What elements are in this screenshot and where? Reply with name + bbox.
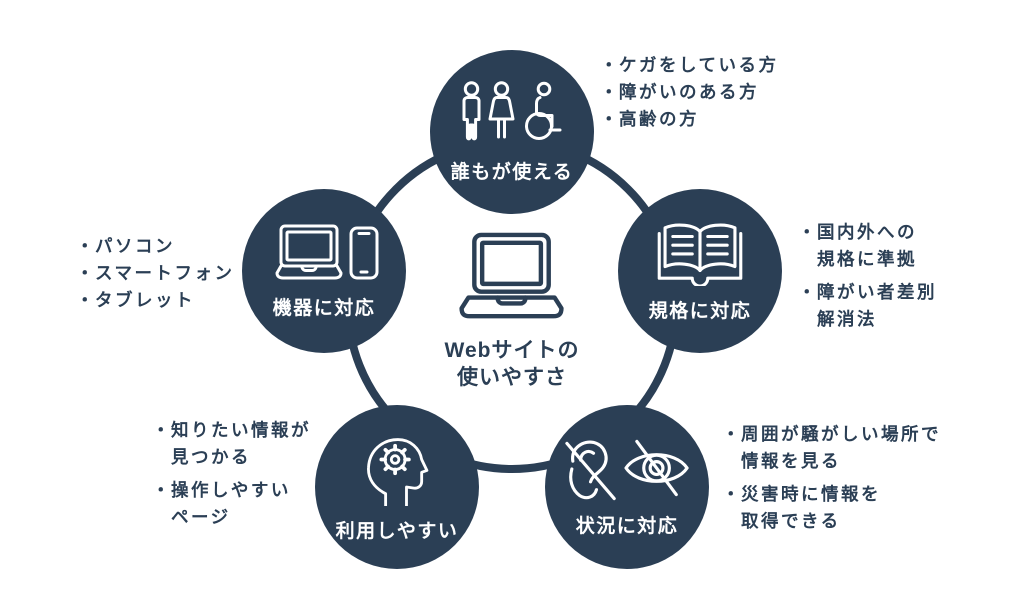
bullet-item: ・ 障がいのある方 xyxy=(600,79,778,106)
node-devices-label: 機器に対応 xyxy=(272,297,376,319)
bullet-item: ・ スマートフォン xyxy=(76,260,234,287)
devices-bullet-list: ・ パソコン ・ スマートフォン ・ タブレット xyxy=(76,233,234,314)
node-everyone-label: 誰もが使える xyxy=(450,161,574,183)
bullet-line: 障がいのある方 xyxy=(619,82,759,102)
center-title-line-2: 使いやすさ xyxy=(456,366,567,389)
bullet-marker: ・ xyxy=(600,55,620,75)
bullet-marker: ・ xyxy=(76,263,96,283)
usability-bullet-list: ・ 知りたい情報が 見つかる ・ 操作しやすい ページ xyxy=(152,417,311,531)
center-title: Webサイトの 使いやすさ xyxy=(445,337,580,391)
bullet-line: 高齢の方 xyxy=(619,109,699,129)
bullet-line: 操作しやすい xyxy=(171,480,291,500)
node-standards: 規格に対応 xyxy=(618,189,782,353)
bullet-item: ・ 周囲が騒がしい場所で 情報を見る xyxy=(722,421,941,475)
bullet-item: ・ 操作しやすい ページ xyxy=(152,477,311,531)
bullet-marker: ・ xyxy=(798,282,818,302)
everyone-bullet-list: ・ ケガをしている方 ・ 障がいのある方 ・ 高齢の方 xyxy=(600,52,778,133)
laptop-icon xyxy=(459,232,565,319)
bullet-marker: ・ xyxy=(76,236,96,256)
ear-crossed-icon xyxy=(565,440,616,500)
bullet-line: 国内外への xyxy=(817,222,917,242)
center-title-line-1: Webサイトの xyxy=(444,339,580,362)
bullet-line: 情報を見る xyxy=(741,451,841,471)
bullet-item: ・ パソコン xyxy=(76,233,234,260)
bullet-marker: ・ xyxy=(152,420,172,440)
node-usability: 利用しやすい xyxy=(315,405,479,569)
bullet-line: ケガをしている方 xyxy=(619,55,779,75)
bullet-line: 周囲が騒がしい場所で xyxy=(741,424,941,444)
bullet-line: スマートフォン xyxy=(95,263,235,283)
standards-bullet-list: ・ 国内外への 規格に準拠 ・ 障がい者差別 解消法 xyxy=(798,219,937,333)
node-situation: 状況に対応 xyxy=(545,405,709,569)
bullet-item: ・ 知りたい情報が 見つかる xyxy=(152,417,311,471)
bullet-line: 取得できる xyxy=(741,511,841,531)
bullet-line: 規格に準拠 xyxy=(817,249,917,269)
bullet-marker: ・ xyxy=(76,290,96,310)
bullet-line: ページ xyxy=(171,507,231,527)
bullet-line: 知りたい情報が xyxy=(171,420,311,440)
devices-icon xyxy=(275,224,379,279)
bullet-marker: ・ xyxy=(722,484,742,504)
bullet-item: ・ 国内外への 規格に準拠 xyxy=(798,219,937,273)
ear-eye-crossed-icon xyxy=(565,439,689,500)
situation-bullet-list: ・ 周囲が騒がしい場所で 情報を見る ・ 災害時に情報を 取得できる xyxy=(722,421,941,535)
bullet-line: タブレット xyxy=(95,290,195,310)
bullet-marker: ・ xyxy=(600,109,620,129)
node-devices: 機器に対応 xyxy=(242,189,406,353)
bullet-marker: ・ xyxy=(722,424,742,444)
node-situation-label: 状況に対応 xyxy=(575,515,679,537)
node-standards-label: 規格に対応 xyxy=(648,300,752,322)
bullet-marker: ・ xyxy=(152,480,172,500)
book-icon xyxy=(657,223,743,286)
bullet-marker: ・ xyxy=(798,222,818,242)
bullet-line: 障がい者差別 xyxy=(817,282,937,302)
bullet-item: ・ 災害時に情報を 取得できる xyxy=(722,481,941,535)
bullet-item: ・ タブレット xyxy=(76,287,234,314)
bullet-line: 解消法 xyxy=(817,309,877,329)
bullet-line: パソコン xyxy=(95,236,175,256)
bullet-item: ・ 障がい者差別 解消法 xyxy=(798,279,937,333)
node-everyone: 誰もが使える xyxy=(430,50,594,214)
bullet-marker: ・ xyxy=(600,82,620,102)
bullet-line: 災害時に情報を xyxy=(741,484,881,504)
people-icon xyxy=(462,80,562,140)
bullet-line: 見つかる xyxy=(171,447,251,467)
eye-crossed-icon xyxy=(624,439,689,496)
head-gear-icon xyxy=(367,437,429,506)
node-usability-label: 利用しやすい xyxy=(335,520,459,542)
center-subject: Webサイトの 使いやすさ xyxy=(445,232,580,391)
bullet-item: ・ ケガをしている方 xyxy=(600,52,778,79)
bullet-item: ・ 高齢の方 xyxy=(600,106,778,133)
